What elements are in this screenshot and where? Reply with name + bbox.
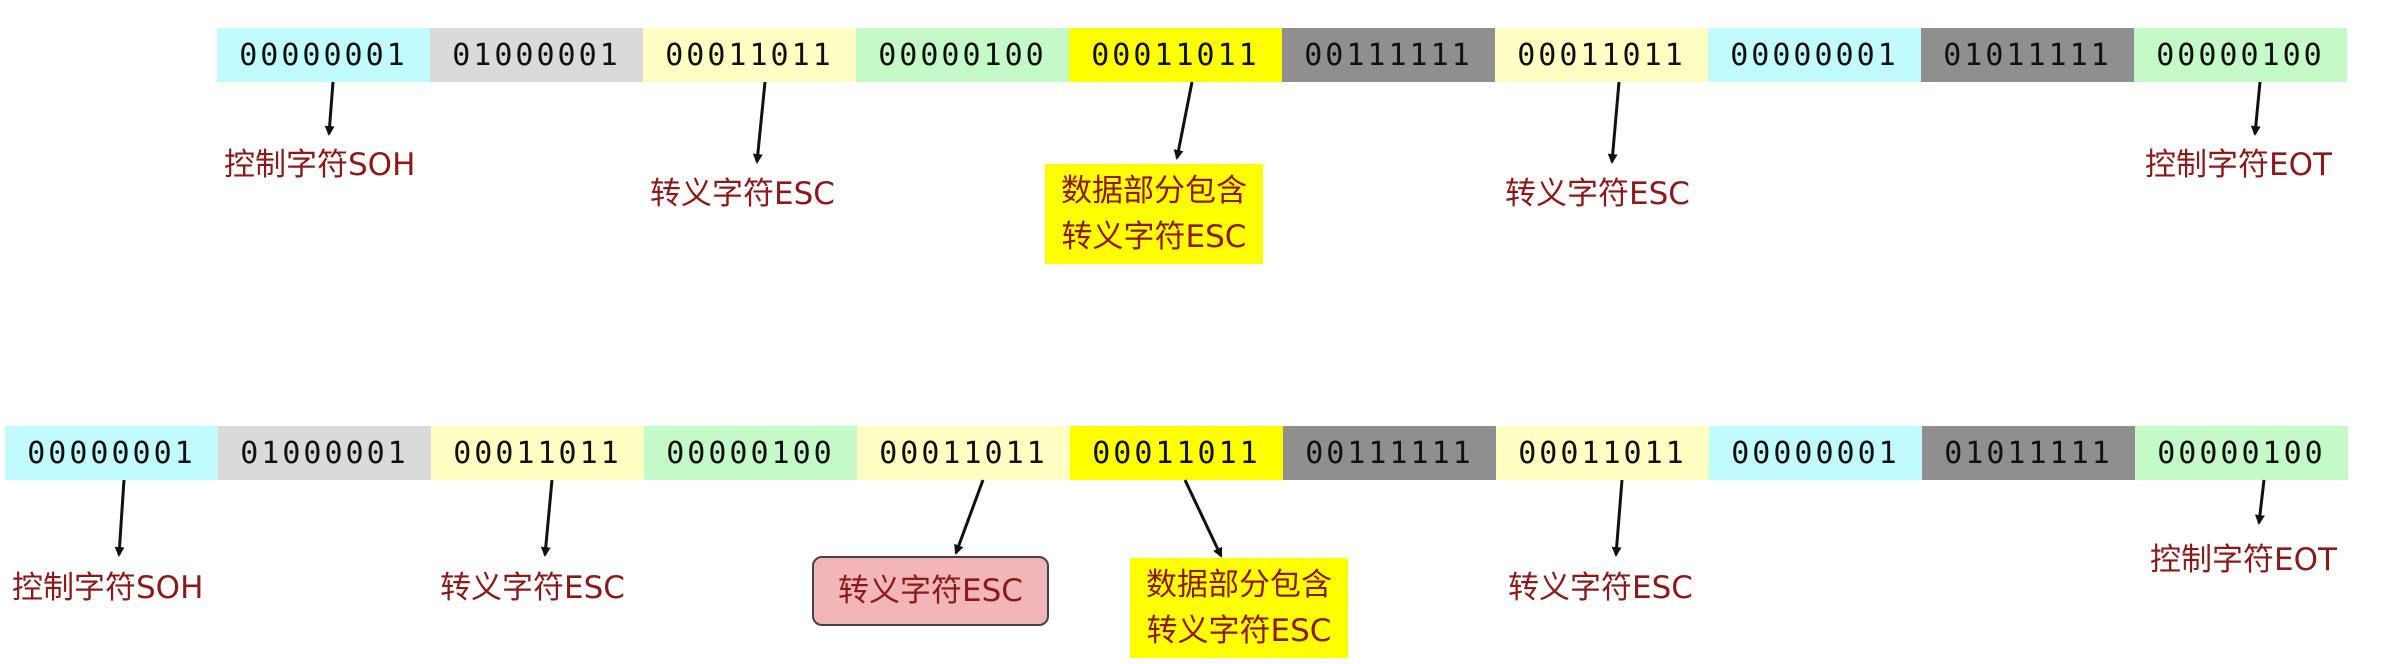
- byte-cell-soh: 00000001: [5, 426, 218, 480]
- arrow-eot: [2250, 81, 2262, 136]
- label-soh: 控制字符SOH: [12, 570, 204, 606]
- byte-cell-data: 00000100: [856, 28, 1069, 82]
- label-soh: 控制字符SOH: [224, 147, 416, 183]
- byte-cell-data: 00000100: [644, 426, 857, 480]
- arrow-eot: [2254, 479, 2266, 525]
- arrow-esc: [1611, 479, 1624, 557]
- row-after-stuffing: 00000001 01000001 00011011 00000100 0001…: [5, 426, 2348, 480]
- arrow-inserted-esc: [954, 479, 985, 555]
- byte-cell-data: 01011111: [1922, 426, 2135, 480]
- arrow-soh: [114, 479, 126, 557]
- row-before-stuffing: 00000001 01000001 00011011 00000100 0001…: [217, 28, 2347, 82]
- byte-cell-esc: 00011011: [1496, 426, 1709, 480]
- label-data-contains-esc: 数据部分包含 转义字符ESC: [1130, 558, 1348, 658]
- byte-cell-data: 01000001: [430, 28, 643, 82]
- byte-cell-eot: 00000100: [2134, 28, 2347, 82]
- byte-cell-esc: 00011011: [643, 28, 856, 82]
- label-eot: 控制字符EOT: [2150, 542, 2337, 578]
- byte-cell-data: 01011111: [1921, 28, 2134, 82]
- label-data-contains-esc: 数据部分包含 转义字符ESC: [1045, 164, 1263, 264]
- arrow-data-esc: [1183, 479, 1223, 558]
- byte-cell-esc: 00011011: [1495, 28, 1708, 82]
- label-esc: 转义字符ESC: [1508, 570, 1693, 606]
- byte-cell-inserted-esc: 00011011: [857, 426, 1070, 480]
- arrow-soh: [324, 81, 335, 136]
- arrow-esc: [752, 81, 767, 164]
- byte-cell-data-esc: 00011011: [1070, 426, 1283, 480]
- byte-cell-data-soh: 00000001: [1708, 28, 1921, 82]
- byte-cell-data-soh: 00000001: [1709, 426, 1922, 480]
- label-esc: 转义字符ESC: [650, 176, 835, 212]
- byte-cell-data: 01000001: [218, 426, 431, 480]
- label-esc: 转义字符ESC: [1505, 176, 1690, 212]
- byte-cell-soh: 00000001: [217, 28, 430, 82]
- byte-cell-data: 00111111: [1282, 28, 1495, 82]
- byte-cell-esc: 00011011: [431, 426, 644, 480]
- byte-cell-data-esc: 00011011: [1069, 28, 1282, 82]
- label-inserted-esc: 转义字符ESC: [812, 556, 1049, 626]
- arrow-esc: [540, 479, 554, 557]
- label-eot: 控制字符EOT: [2145, 147, 2332, 183]
- byte-cell-data: 00111111: [1283, 426, 1496, 480]
- arrow-data-esc: [1173, 81, 1194, 160]
- label-esc: 转义字符ESC: [440, 570, 625, 606]
- arrow-esc: [1607, 81, 1621, 164]
- byte-cell-eot: 00000100: [2135, 426, 2348, 480]
